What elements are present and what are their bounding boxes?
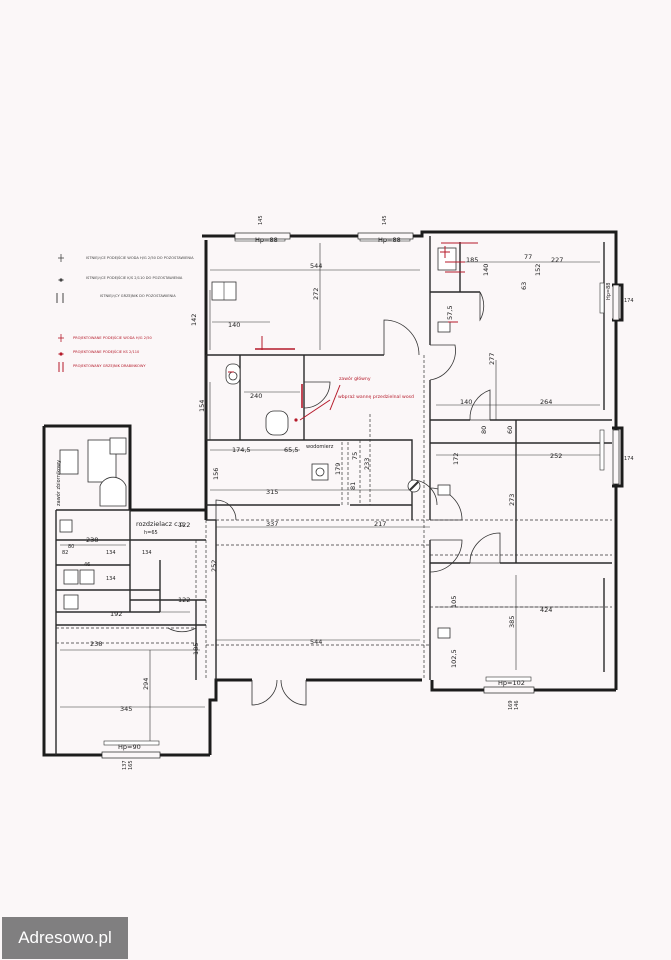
dim-252-r: 252 xyxy=(550,452,562,460)
dim-102-5: 102,5 xyxy=(450,649,458,668)
dim-385: 385 xyxy=(508,616,516,628)
legend-projected-ks: PROJEKTOWANE PODEJŚCIE KS 2/110 xyxy=(73,349,140,354)
dim-169: 169 xyxy=(508,700,514,710)
note-valve: zawór główny xyxy=(339,375,371,382)
dim-81: 81 xyxy=(349,482,357,490)
dim-252-l: 252 xyxy=(210,560,218,572)
notes: zawór główny wbpraż wannę przedzielnal w… xyxy=(55,375,414,536)
dashed-lines xyxy=(56,355,612,680)
dim-192: 192 xyxy=(110,610,122,618)
dim-77: 77 xyxy=(524,253,532,261)
window-label-right: Hp=88 xyxy=(606,283,612,301)
legend-projected-radiator: PROJEKTOWANY GRZEJNIK DRABINKOWY xyxy=(73,364,146,368)
dim-140-c: 140 xyxy=(460,398,472,406)
dim-140-b: 140 xyxy=(482,264,490,276)
dim-46: 46 xyxy=(84,562,90,568)
fixtures xyxy=(59,247,457,639)
dim-156: 156 xyxy=(212,468,220,480)
dimension-labels: 544 272 140 142 240 154 174,5 65,5 315 1… xyxy=(62,215,634,770)
dim-63: 63 xyxy=(520,282,528,290)
radiators xyxy=(103,236,605,746)
dim-75: 75 xyxy=(351,452,359,460)
dim-238-b: 238 xyxy=(90,640,102,648)
dim-273: 273 xyxy=(508,494,516,506)
dim-57-5: 57,5 xyxy=(446,306,454,320)
dim-544-top: 544 xyxy=(310,262,322,270)
red-installation-marks xyxy=(228,242,478,422)
dim-217: 217 xyxy=(374,520,386,528)
dim-174-a: 174 xyxy=(624,298,634,304)
dim-140-a: 140 xyxy=(228,321,240,329)
legend: ISTNIEJĄCE PODEJŚCIE WODA H/G 2/50 DO PO… xyxy=(56,254,194,372)
watermark-adresowo: Adresowo.pl xyxy=(2,917,128,959)
dim-179: 179 xyxy=(334,463,342,475)
dim-424: 424 xyxy=(540,606,552,614)
window-label-top-left: Hp=88 xyxy=(255,236,278,244)
dim-152: 152 xyxy=(534,264,542,276)
note-move-water: wbpraż wannę przedzielnal wosd xyxy=(338,394,414,400)
dim-122-b: 122 xyxy=(178,596,190,604)
dim-165: 165 xyxy=(128,760,134,770)
legend-existing-radiator: ISTNIEJĄCY GRZEJNIK DO POZOSTAWIENIA xyxy=(100,294,176,298)
dim-142: 142 xyxy=(190,314,198,326)
outer-walls xyxy=(42,230,624,757)
window-label-bottom-right: Hp=102 xyxy=(498,679,525,687)
dim-544-bottom: 544 xyxy=(310,638,322,646)
note-water-meter: wodomierz xyxy=(306,444,334,450)
dim-134-a: 134 xyxy=(106,550,116,556)
dim-337: 337 xyxy=(266,520,278,528)
dim-134-b: 134 xyxy=(106,576,116,582)
dim-233: 233 xyxy=(363,458,371,470)
window-label-top-mid: Hp=88 xyxy=(378,236,401,244)
dim-345: 345 xyxy=(120,705,132,713)
dim-172: 172 xyxy=(452,453,460,465)
dim-240: 240 xyxy=(250,392,262,400)
legend-existing-ks: ISTNIEJĄCE PODEJŚCIE K/S 2/110 DO POZOST… xyxy=(86,275,183,280)
dim-80: 80 xyxy=(480,426,488,434)
dim-122-a: 122 xyxy=(178,521,190,529)
dim-65-5: 65,5 xyxy=(284,446,298,454)
dim-185: 185 xyxy=(466,256,478,264)
dim-272: 272 xyxy=(312,288,320,300)
dim-277: 277 xyxy=(488,353,496,365)
dim-227: 227 xyxy=(551,256,563,264)
note-distributor-height: h=65 xyxy=(144,530,158,536)
windows xyxy=(101,232,620,759)
dim-238-a: 238 xyxy=(86,536,98,544)
legend-existing-water: ISTNIEJĄCE PODEJŚCIE WODA H/G 2/50 DO PO… xyxy=(86,255,194,260)
note-distributor: rozdzielacz c.o. xyxy=(136,520,186,528)
dim-264: 264 xyxy=(540,398,552,406)
dim-105: 105 xyxy=(450,596,458,608)
dim-145-a: 145 xyxy=(258,215,264,225)
dim-315: 315 xyxy=(266,488,278,496)
dim-80-l: 80 xyxy=(68,544,74,550)
dim-174-b: 174 xyxy=(624,456,634,462)
dim-82: 82 xyxy=(62,550,68,556)
dim-137: 137 xyxy=(122,760,128,770)
dim-154: 154 xyxy=(198,400,206,412)
dim-146: 146 xyxy=(514,700,520,710)
dim-145-b: 145 xyxy=(382,215,388,225)
dim-185-l: 185 xyxy=(192,643,200,655)
note-main-valve: zawór zbiornikowy xyxy=(55,460,62,506)
dim-294: 294 xyxy=(142,678,150,690)
dim-134-c: 134 xyxy=(142,550,152,556)
dim-174-5: 174,5 xyxy=(232,446,251,454)
window-label-bottom-left: Hp=90 xyxy=(118,743,141,751)
legend-projected-water: PROJEKTOWANE PODEJŚCIE WODA H/G 2/50 xyxy=(73,335,153,340)
window-labels: Hp=88 Hp=88 Hp=102 Hp=90 Hp=88 xyxy=(118,236,612,751)
dimension-lines xyxy=(60,243,600,745)
dim-60: 60 xyxy=(506,426,514,434)
